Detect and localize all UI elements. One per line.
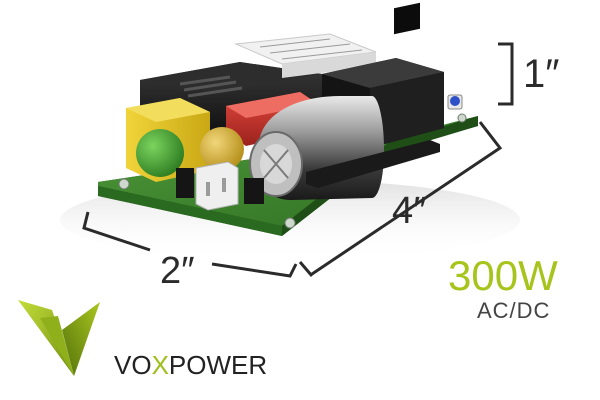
height-dimension-label: 1″ [523, 52, 560, 96]
black-component [244, 178, 264, 204]
adjust-potentiometer [447, 94, 463, 110]
brand-name-x: X [151, 350, 169, 380]
yellow-ball-capacitor [200, 127, 244, 171]
length-dimension-label: 4″ [392, 190, 427, 232]
input-connector [195, 161, 239, 211]
brand-name-part-3: POWER [168, 350, 268, 380]
black-component [176, 168, 194, 198]
brand-name-part-1: VO [114, 350, 152, 380]
width-dimension-label: 2″ [160, 250, 195, 292]
brand-name: VOXPOWER [114, 350, 267, 381]
power-type: AC/DC [477, 298, 551, 323]
mounting-hole [457, 113, 467, 123]
power-rating: 300W [448, 252, 558, 299]
green-varistor [136, 129, 184, 177]
mounting-hole [284, 217, 296, 229]
mounting-rail [306, 140, 440, 188]
dimension-lines [82, 42, 514, 278]
product-label [234, 33, 377, 78]
voxpower-logo-mark [18, 300, 100, 376]
mounting-hole [118, 178, 130, 190]
